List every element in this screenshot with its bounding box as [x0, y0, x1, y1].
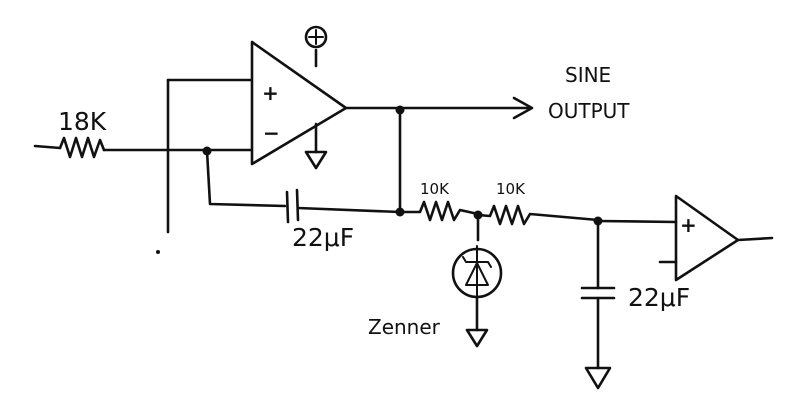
label-r2: 10K: [496, 180, 526, 198]
output-arrow-icon: [512, 96, 534, 120]
ground-icon-1: [304, 150, 328, 170]
opamp-2-body: [674, 194, 740, 282]
supply-positive-icon: [304, 25, 328, 49]
left-wire-end-dot: [156, 250, 160, 254]
label-r1: 10K: [420, 180, 450, 198]
label-c1: 22μF: [292, 223, 354, 252]
cap-to-node-b-wire: [296, 206, 402, 214]
input-resistor-18k: [58, 136, 106, 159]
capacitor-22uf-plate-1: [285, 190, 290, 224]
opamp-1-plus-sign: +: [262, 81, 279, 105]
input-wire: [33, 144, 62, 150]
opamp-1-body: [250, 40, 348, 166]
opamp-1-minus-sign: −: [263, 121, 280, 145]
inverting-to-cap-wire: [205, 149, 287, 208]
label-zener: Zenner: [368, 315, 441, 339]
resistor-10k-1: [398, 200, 480, 222]
ground-icon-2: [465, 328, 489, 348]
label-c2: 22μF: [628, 283, 690, 312]
opamp-2-plus-sign: +: [680, 213, 697, 237]
capacitor-22uf-plate-2: [295, 188, 300, 222]
ground-icon-3: [584, 366, 612, 390]
supply-positive-cross: [308, 29, 324, 45]
resistor-10k-2: [476, 204, 600, 226]
label-sine: SINE: [565, 63, 611, 87]
to-opamp-2-wire: [596, 219, 678, 224]
opamp-2-output-wire: [736, 236, 774, 242]
zener-diode-symbol: [462, 245, 492, 301]
label-output: OUTPUT: [548, 99, 630, 123]
label-18k: 18K: [58, 107, 107, 136]
